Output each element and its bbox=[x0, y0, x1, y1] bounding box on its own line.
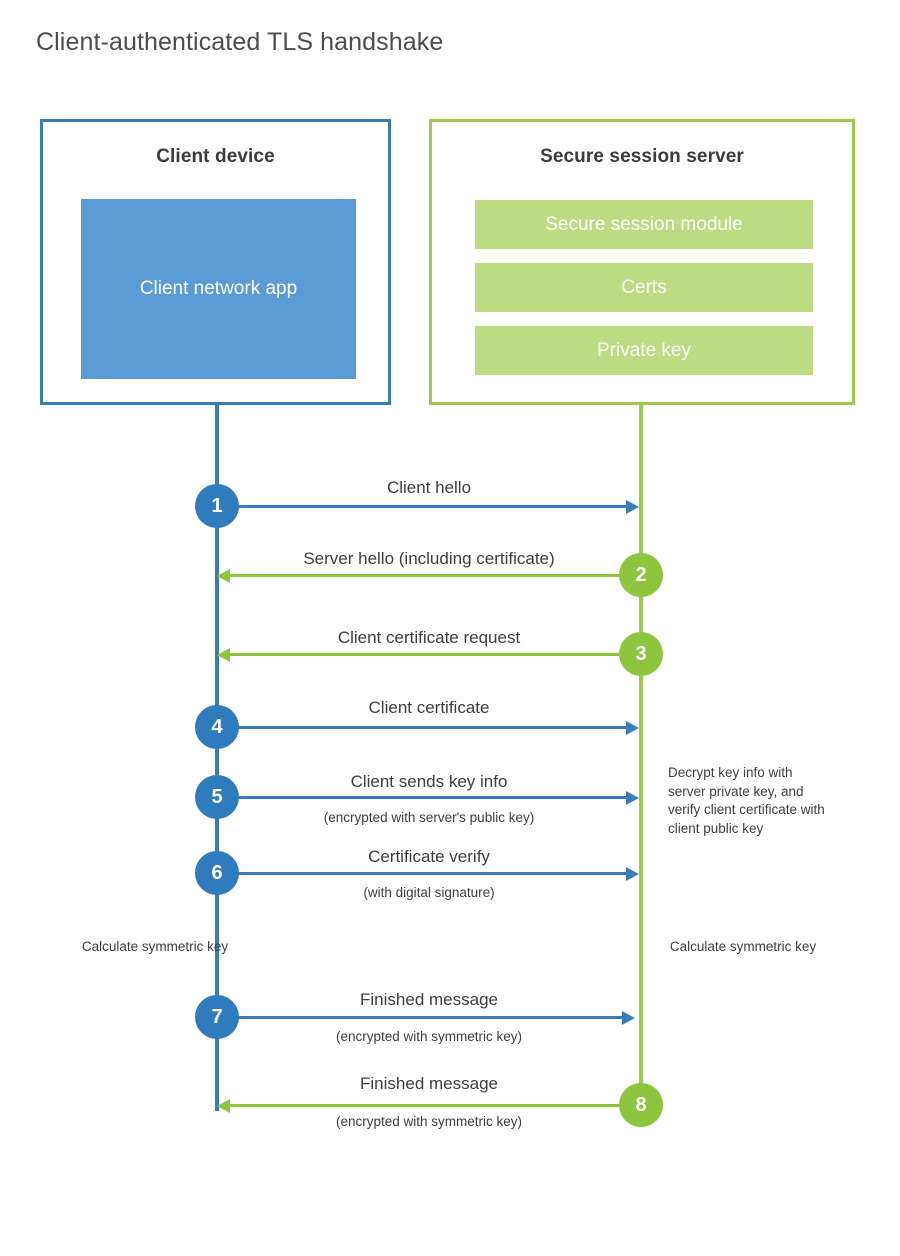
step-6-arrow-line bbox=[217, 872, 627, 875]
server-lifeline bbox=[639, 405, 643, 1105]
client-device-title: Client device bbox=[156, 146, 275, 167]
client-network-app-block: Client network app bbox=[81, 199, 356, 379]
step-6-number-badge: 6 bbox=[195, 851, 239, 895]
server-decrypt-note: Decrypt key info with server private key… bbox=[668, 765, 825, 836]
step-4-arrow-line bbox=[217, 726, 627, 729]
step-3-number-badge: 3 bbox=[619, 632, 663, 676]
step-8-number-badge: 8 bbox=[619, 1083, 663, 1127]
step-8-arrow-head-icon bbox=[217, 1098, 230, 1113]
step-3-label: Client certificate request bbox=[337, 628, 521, 647]
step-2-arrow-line bbox=[230, 574, 641, 577]
step-6-label: Certificate verify bbox=[368, 847, 490, 866]
step-1-arrow-line bbox=[217, 505, 627, 508]
step-6-arrow-head-icon bbox=[626, 866, 639, 881]
step-7-arrow-line bbox=[217, 1016, 623, 1019]
step-1-number-badge: 1 bbox=[195, 484, 239, 528]
step-4-label: Client certificate bbox=[368, 698, 490, 717]
step-6-sublabel: (with digital signature) bbox=[363, 885, 495, 900]
step-8-sublabel: (encrypted with symmetric key) bbox=[335, 1114, 523, 1129]
secure-session-server-box: Secure session server Secure session mod… bbox=[429, 119, 855, 405]
step-2-number-badge: 2 bbox=[619, 553, 663, 597]
server-component-private-key: Private key bbox=[475, 326, 813, 375]
client-calculate-symmetric-key-note: Calculate symmetric key bbox=[81, 939, 229, 954]
step-5-arrow-line bbox=[217, 796, 627, 799]
step-1-arrow-head-icon bbox=[626, 499, 639, 514]
step-2-arrow-head-icon bbox=[217, 568, 230, 583]
server-component-secure-session-module: Secure session module bbox=[475, 200, 813, 249]
step-4-number-badge: 4 bbox=[195, 705, 239, 749]
step-5-arrow-head-icon bbox=[626, 790, 639, 805]
server-calculate-symmetric-key-note: Calculate symmetric key bbox=[669, 939, 817, 954]
step-1-label: Client hello bbox=[386, 478, 472, 497]
page-title: Client-authenticated TLS handshake bbox=[36, 28, 444, 56]
client-device-box: Client device Client network app bbox=[40, 119, 391, 405]
client-lifeline bbox=[215, 405, 219, 1111]
step-8-label: Finished message bbox=[360, 1074, 498, 1093]
step-3-arrow-line bbox=[230, 653, 641, 656]
step-7-number-badge: 7 bbox=[195, 995, 239, 1039]
step-7-sublabel: (encrypted with symmetric key) bbox=[335, 1029, 523, 1044]
step-4-arrow-head-icon bbox=[626, 720, 639, 735]
server-component-certs: Certs bbox=[475, 263, 813, 312]
secure-session-server-title: Secure session server bbox=[540, 146, 744, 167]
step-3-arrow-head-icon bbox=[217, 647, 230, 662]
server-component-list: Secure session module Certs Private key bbox=[475, 200, 813, 389]
step-5-number-badge: 5 bbox=[195, 775, 239, 819]
step-5-sublabel: (encrypted with server's public key) bbox=[323, 810, 535, 825]
step-7-label: Finished message bbox=[360, 990, 498, 1009]
step-5-label: Client sends key info bbox=[350, 772, 508, 791]
step-7-arrow-head-icon bbox=[622, 1010, 635, 1025]
step-2-label: Server hello (including certificate) bbox=[303, 549, 555, 568]
step-8-arrow-line bbox=[230, 1104, 641, 1107]
